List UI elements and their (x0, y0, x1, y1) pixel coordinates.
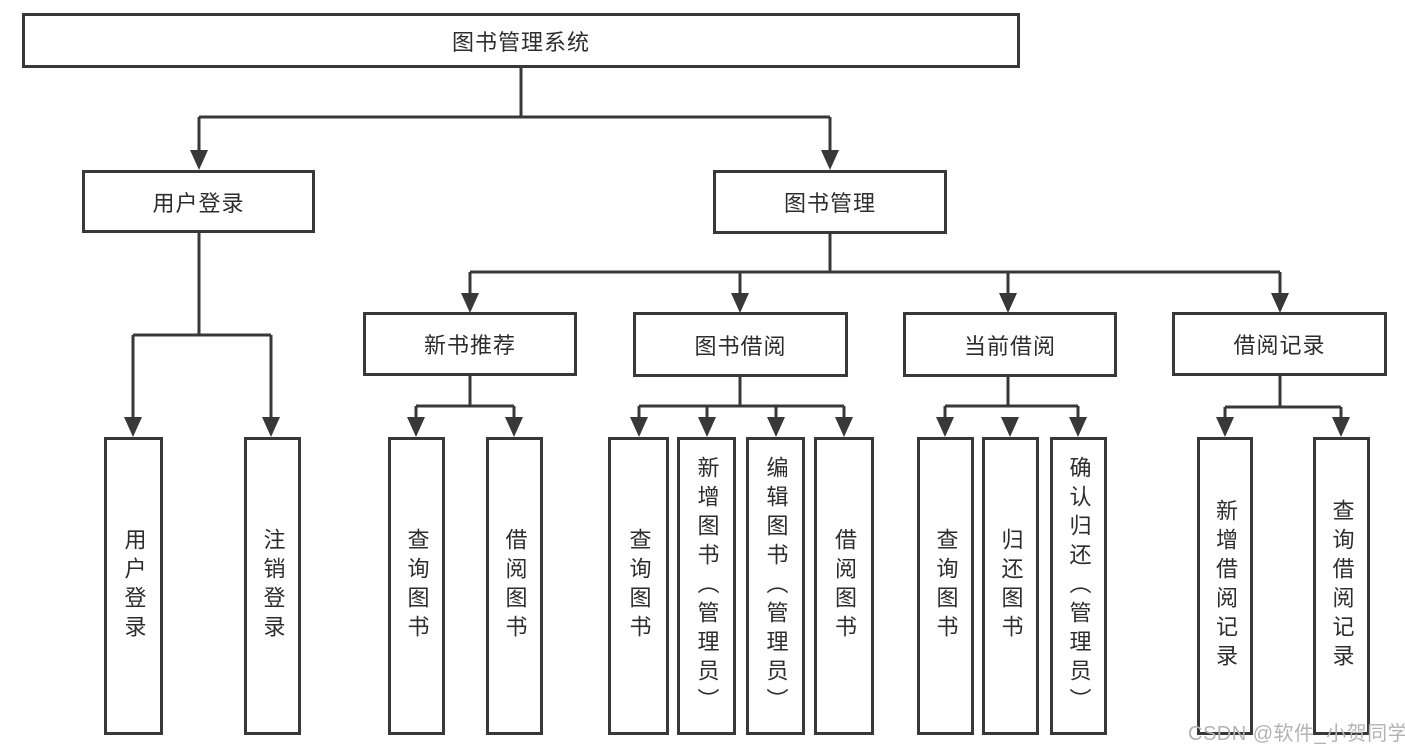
leaf-bb-borrow-books: 借阅图书 (814, 437, 874, 735)
leaf-bb-borrow-books-label: 借阅图书 (832, 528, 857, 644)
leaf-cb-query-books-label: 查询图书 (933, 528, 959, 644)
leaf-br-add-record-label: 新增借阅记录 (1213, 499, 1238, 673)
leaf-bb-query-books-label: 查询图书 (626, 528, 652, 644)
csdn-watermark: CSDN @软件_小贺同学 (1188, 723, 1405, 745)
leaf-nb-query-books-label: 查询图书 (404, 528, 430, 644)
leaf-br-query-record-label: 查询借阅记录 (1329, 499, 1355, 673)
leaf-bb-query-books: 查询图书 (608, 437, 669, 735)
leaf-bb-add-books-admin: 新增图书（管理员） (677, 437, 736, 735)
leaf-bb-edit-books-admin-label: 编辑图书（管理员） (763, 455, 789, 717)
leaf-logout: 注销登录 (244, 437, 301, 735)
node-user-login: 用户登录 (82, 170, 315, 233)
leaf-cb-return-books: 归还图书 (982, 437, 1039, 735)
node-current-borrow: 当前借阅 (903, 312, 1117, 377)
leaf-cb-return-books-label: 归还图书 (998, 528, 1024, 644)
leaf-cb-confirm-return-admin: 确认归还（管理员） (1050, 437, 1107, 735)
leaf-br-query-record: 查询借阅记录 (1313, 437, 1370, 735)
leaf-user-login-label: 用户登录 (121, 528, 147, 644)
node-book-borrow: 图书借阅 (633, 312, 848, 377)
node-library-management-system: 图书管理系统 (22, 13, 1020, 68)
leaf-cb-query-books: 查询图书 (917, 437, 974, 735)
leaf-bb-add-books-admin-label: 新增图书（管理员） (694, 455, 720, 717)
node-borrow-records: 借阅记录 (1172, 312, 1387, 376)
node-new-book-recommend: 新书推荐 (363, 312, 577, 376)
leaf-bb-edit-books-admin: 编辑图书（管理员） (746, 437, 805, 735)
leaf-logout-label: 注销登录 (260, 528, 286, 644)
leaf-nb-query-books: 查询图书 (388, 437, 445, 735)
node-book-management: 图书管理 (713, 170, 947, 234)
leaf-nb-borrow-books-label: 借阅图书 (502, 528, 528, 644)
leaf-br-add-record: 新增借阅记录 (1197, 437, 1253, 735)
leaf-cb-confirm-return-admin-label: 确认归还（管理员） (1066, 455, 1092, 717)
leaf-user-login: 用户登录 (104, 437, 163, 735)
leaf-nb-borrow-books: 借阅图书 (486, 437, 543, 735)
